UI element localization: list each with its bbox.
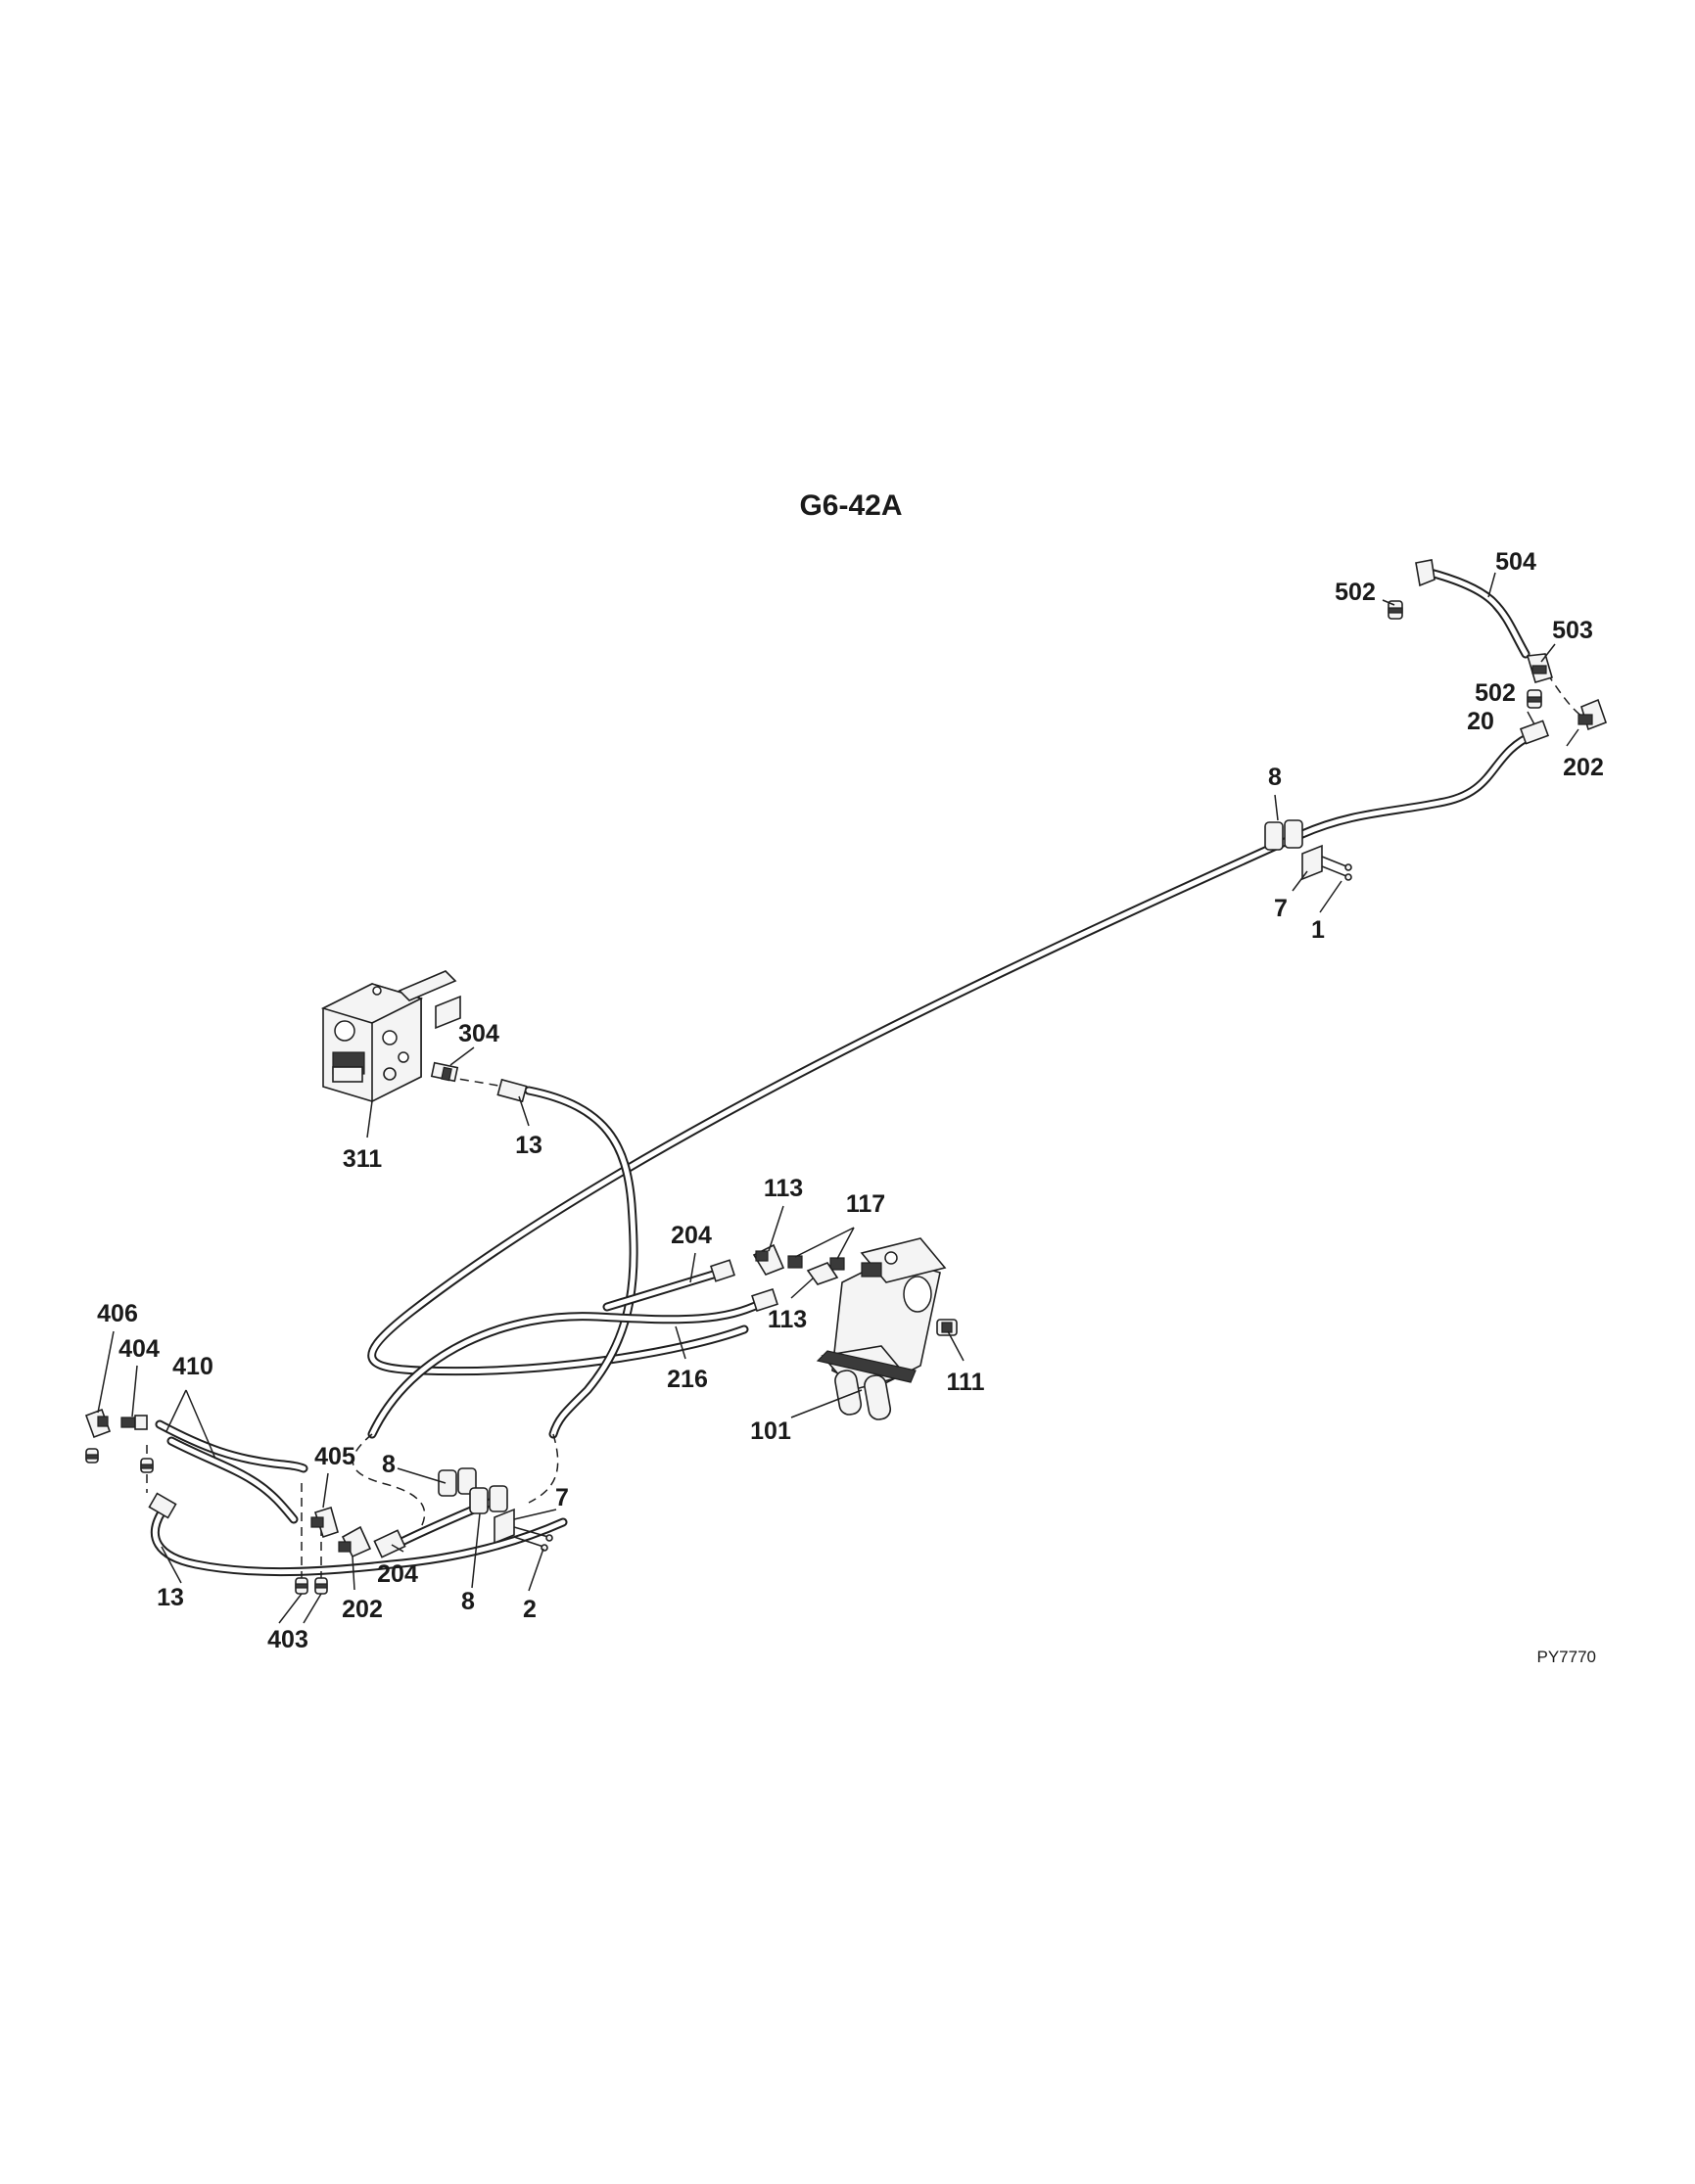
callout-202-upper: 202 xyxy=(1563,754,1604,781)
callout-20: 20 xyxy=(1467,708,1494,735)
hose-end-204-upper xyxy=(710,1259,735,1282)
cap-406b xyxy=(140,1458,154,1473)
elbow-406 xyxy=(84,1408,112,1439)
clamp-8-lower-b xyxy=(469,1485,553,1552)
callout-403: 403 xyxy=(267,1626,308,1653)
routing-dash-503 xyxy=(1546,673,1587,720)
diagram-title: G6-42A xyxy=(799,489,902,522)
hose-504 xyxy=(1422,567,1530,659)
leader-lines xyxy=(97,572,1579,1624)
tube-204-upper xyxy=(602,1268,725,1312)
hose-216 xyxy=(367,1297,769,1439)
callout-1: 1 xyxy=(1311,916,1325,944)
fitting-304 xyxy=(430,1061,459,1083)
callout-2: 2 xyxy=(523,1596,537,1623)
callout-204-upper: 204 xyxy=(671,1222,712,1249)
callout-404: 404 xyxy=(118,1335,160,1363)
elbow-502-top xyxy=(1415,559,1436,587)
fitting-117a xyxy=(787,1255,803,1269)
drawing-reference-number: PY7770 xyxy=(1537,1648,1597,1666)
valve-block-311 xyxy=(320,970,461,1103)
hose-end-216 xyxy=(751,1287,778,1313)
callout-13-lower: 13 xyxy=(157,1584,184,1611)
callout-113-upper: 113 xyxy=(764,1175,803,1202)
pump-101 xyxy=(816,1237,947,1420)
hose-end-13-lower xyxy=(148,1492,177,1519)
callout-405: 405 xyxy=(314,1443,355,1470)
callout-7-lower: 7 xyxy=(555,1484,569,1511)
hose-410a xyxy=(155,1419,308,1473)
routing-dash-13 xyxy=(528,1433,559,1504)
hose-13-lower xyxy=(150,1508,568,1577)
callout-504: 504 xyxy=(1495,548,1536,576)
hose-end-13 xyxy=(496,1078,528,1103)
callout-8-lower-b: 8 xyxy=(461,1588,475,1615)
callout-113-lower: 113 xyxy=(768,1306,807,1333)
hose-13-upper xyxy=(524,1086,638,1439)
cap-111 xyxy=(936,1319,958,1336)
callout-8-lower-a: 8 xyxy=(382,1451,396,1478)
clamp-8-upper xyxy=(1264,819,1352,881)
elbow-202-lower xyxy=(338,1525,372,1558)
hose-20 xyxy=(367,729,1539,1376)
callout-202-lower: 202 xyxy=(342,1596,383,1623)
fitting-502b xyxy=(1527,689,1542,709)
fitting-503 xyxy=(1526,653,1553,683)
callout-204-lower: 204 xyxy=(377,1560,418,1588)
routing-dash-216 xyxy=(352,1433,426,1528)
hose-end-20 xyxy=(1519,720,1550,745)
fitting-403 xyxy=(295,1577,328,1595)
callout-7-upper: 7 xyxy=(1274,895,1288,922)
callout-304: 304 xyxy=(458,1020,499,1047)
elbow-202-top xyxy=(1577,698,1608,731)
callout-502-lower: 502 xyxy=(1475,679,1516,707)
fitting-117b xyxy=(829,1257,845,1271)
callout-111: 111 xyxy=(947,1369,985,1396)
hose-410b xyxy=(166,1436,299,1524)
elbow-113a xyxy=(752,1243,785,1276)
callout-311: 311 xyxy=(343,1145,382,1173)
callout-13-upper: 13 xyxy=(515,1132,542,1159)
fitting-404 xyxy=(120,1415,148,1430)
callout-503: 503 xyxy=(1552,617,1593,644)
callout-406: 406 xyxy=(97,1300,138,1327)
callout-8-upper: 8 xyxy=(1268,764,1282,791)
callout-117: 117 xyxy=(846,1190,885,1218)
callout-410: 410 xyxy=(172,1353,213,1380)
hose-end-204-lower xyxy=(373,1529,406,1558)
fitting-502a xyxy=(1388,600,1403,620)
callout-216: 216 xyxy=(667,1366,708,1393)
callout-502-upper: 502 xyxy=(1335,579,1376,606)
elbow-113b xyxy=(806,1262,839,1285)
callout-101: 101 xyxy=(750,1417,791,1445)
elbow-405 xyxy=(310,1506,339,1539)
cap-406a xyxy=(85,1448,99,1464)
clamp-8-lower-a xyxy=(438,1467,477,1497)
